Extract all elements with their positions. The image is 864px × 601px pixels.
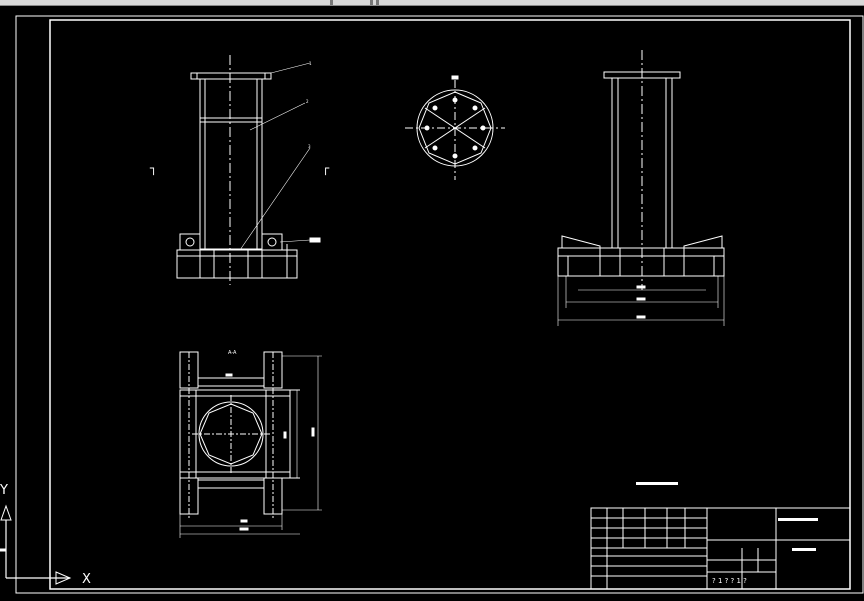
drawing-canvas[interactable]: 1 2 3 ┐ ┌ <box>0 6 864 597</box>
svg-text:3: 3 <box>308 144 311 149</box>
svg-text:1: 1 <box>309 61 312 66</box>
toolbar-divider <box>330 0 333 5</box>
ucs-y-label: Y <box>0 483 8 498</box>
section-marker-left: ┐ <box>149 161 157 175</box>
sheet-inner-border <box>49 19 851 590</box>
svg-text:2: 2 <box>306 99 309 104</box>
toolbar-strip[interactable] <box>0 0 864 6</box>
front-view[interactable]: 1 2 3 <box>176 55 321 285</box>
technical-note[interactable] <box>636 482 678 485</box>
section-marker-right: ┌ <box>322 161 330 175</box>
toolbar-divider <box>376 0 379 5</box>
ucs-x-label: X <box>82 572 91 587</box>
section-view[interactable] <box>179 351 322 538</box>
ucs-icon <box>0 504 72 585</box>
scale-row: ? 1 ? ? 1 ? <box>712 577 747 585</box>
section-label: A-A <box>228 350 237 356</box>
title-block[interactable]: ? 1 ? ? 1 ? <box>590 507 851 590</box>
toolbar-divider <box>370 0 373 5</box>
sheet-outer-border <box>15 15 864 594</box>
side-view[interactable] <box>557 50 725 326</box>
top-view-flange[interactable] <box>405 75 505 180</box>
